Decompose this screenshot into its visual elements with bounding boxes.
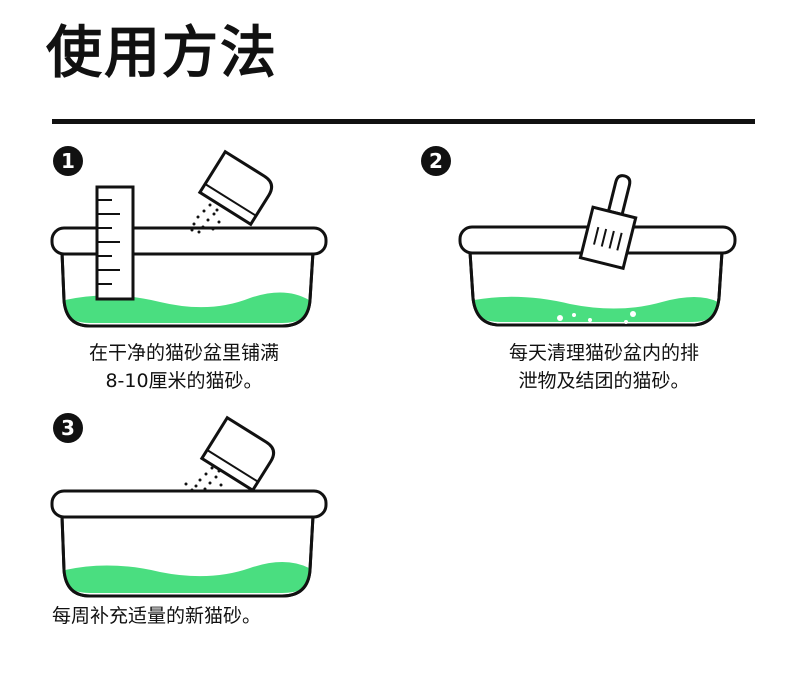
step-2-number: 2 (421, 146, 451, 176)
litter-box-icon (50, 226, 328, 328)
litter-box-icon (50, 489, 328, 598)
litter-granules (190, 203, 221, 234)
step-2-illustration (458, 174, 737, 327)
page-title: 使用方法 (46, 21, 278, 86)
step-2-caption-line-1: 每天清理猫砂盆内的排 (508, 342, 699, 364)
scoop-pouring-icon (199, 415, 276, 493)
ruler-icon (95, 185, 135, 301)
title-divider (52, 119, 755, 124)
step-3-caption: 每周补充适量的新猫砂。 (52, 602, 326, 630)
step-1-caption-line-1: 在干净的猫砂盆里铺满 (88, 342, 279, 364)
step-2-caption-line-2: 泄物及结团的猫砂。 (518, 370, 690, 392)
step-3-illustration (50, 415, 328, 598)
litter-granules (184, 466, 223, 492)
step-1-illustration (50, 149, 328, 328)
scoop-pouring-icon (197, 149, 274, 227)
step-3-caption-line-1: 每周补充适量的新猫砂。 (52, 605, 262, 627)
step-1-caption: 在干净的猫砂盆里铺满 8-10厘米的猫砂。 (62, 339, 306, 395)
rake-scoop-icon (578, 174, 638, 271)
step-3-number: 3 (53, 413, 83, 443)
step-1-number: 1 (53, 146, 83, 176)
step-1-caption-line-2: 8-10厘米的猫砂。 (105, 370, 263, 392)
step-2-caption: 每天清理猫砂盆内的排 泄物及结团的猫砂。 (478, 339, 730, 395)
clumps (557, 311, 636, 324)
